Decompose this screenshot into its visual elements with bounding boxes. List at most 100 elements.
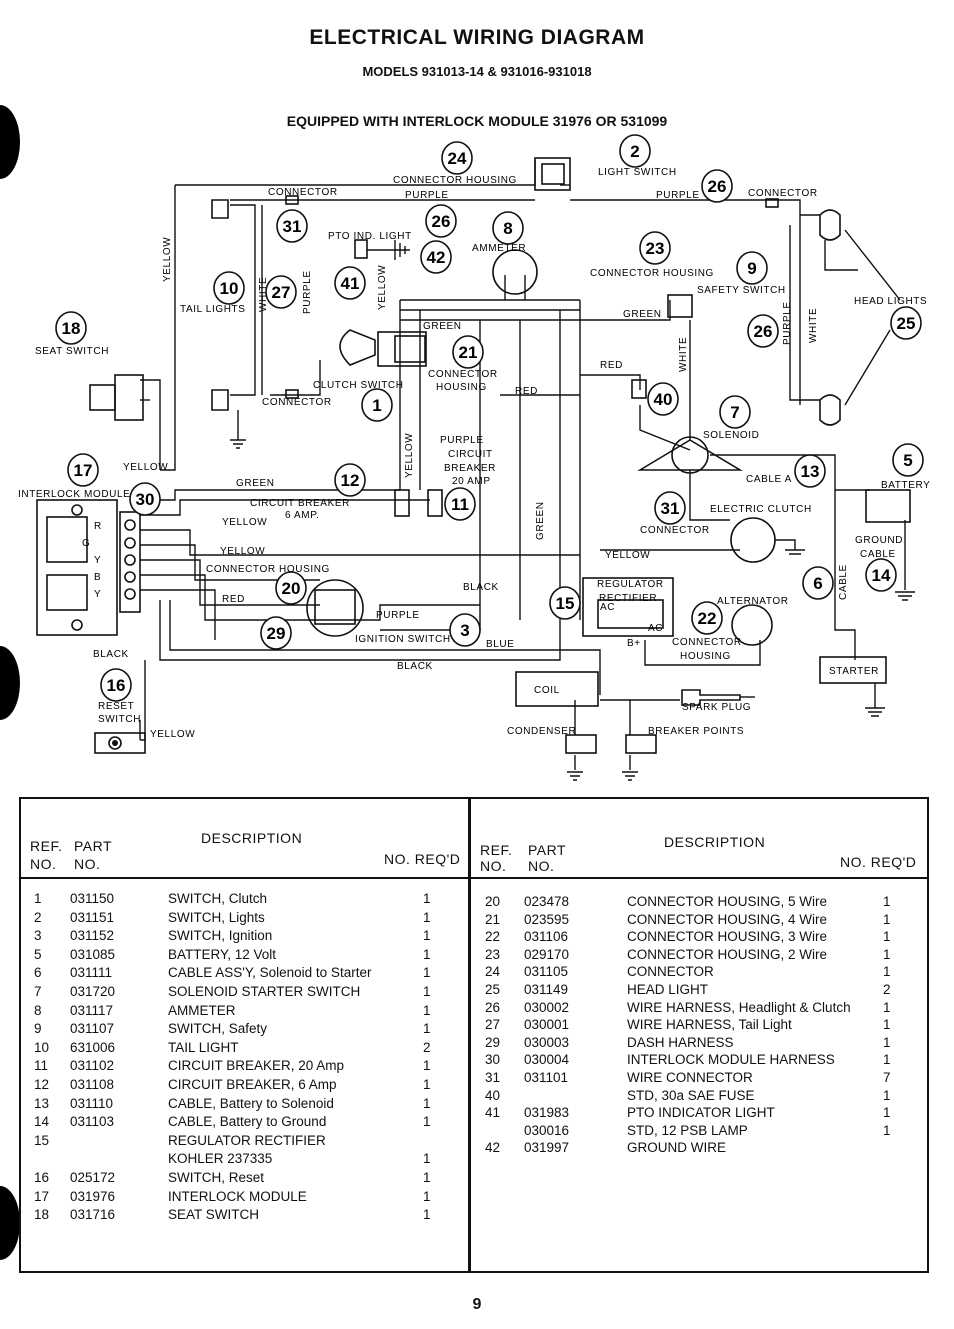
cell-ref: 23 <box>485 946 501 962</box>
callout-41: 41 <box>334 266 366 300</box>
label-tail-lights: TAIL LIGHTS <box>180 304 246 315</box>
callout-circle <box>441 141 473 175</box>
cell-ref: 17 <box>34 1188 50 1204</box>
cell-ref: 7 <box>34 984 42 999</box>
label-connector-housing-20: CONNECTOR HOUSING <box>206 564 330 575</box>
callout-29: 29 <box>260 616 292 650</box>
cell-part: 031105 <box>524 964 569 980</box>
cell-desc: CIRCUIT BREAKER, 20 Amp <box>168 1058 345 1074</box>
callout-9: 9 <box>736 251 768 285</box>
vlabel-yellow-left: YELLOW <box>162 237 173 282</box>
cell-ref: 31 <box>485 1070 501 1085</box>
label-ammeter: AMMETER <box>472 243 526 254</box>
cell-desc: REGULATOR RECTIFIER <box>168 1132 326 1148</box>
pin-r: R <box>94 521 102 532</box>
cell-part: 030002 <box>524 999 570 1015</box>
callout-circle <box>444 487 476 521</box>
cell-desc: CONNECTOR HOUSING, 5 Wire <box>627 894 828 909</box>
vlabel-yellow-pto: YELLOW <box>377 265 388 310</box>
cell-desc: DASH HARNESS <box>627 1034 734 1050</box>
cell-part: 025172 <box>70 1170 116 1185</box>
callout-number: 30 <box>136 490 155 509</box>
callout-number: 31 <box>283 217 302 236</box>
label-battery: BATTERY <box>881 480 930 491</box>
cell-qty: 1 <box>423 1114 431 1130</box>
cell-qty: 1 <box>423 1095 431 1111</box>
callout-number: 15 <box>556 594 575 613</box>
wire-runs <box>139 160 906 770</box>
callout-number: 8 <box>503 219 512 238</box>
callout-circle <box>334 463 366 497</box>
vlabel-white-tail: WHITE <box>258 277 269 312</box>
callout-circle <box>647 382 679 416</box>
wiring-diagram: CONNECTOR HOUSING LIGHT SWITCH CONNECTOR… <box>18 134 930 781</box>
cell-part: 631006 <box>70 1039 116 1055</box>
cell-desc: CABLE, Battery to Solenoid <box>168 1095 334 1111</box>
pin-y2: Y <box>94 589 101 600</box>
th-ref-right: REF. <box>480 842 513 858</box>
cell-desc: SWITCH, Lights <box>168 909 265 925</box>
callout-circle <box>213 271 245 305</box>
cell-qty: 1 <box>883 1105 891 1121</box>
cell-desc: STD, 30a SAE FUSE <box>627 1087 755 1103</box>
cell-ref: 2 <box>34 909 42 925</box>
cell-desc: PTO INDICATOR LIGHT <box>627 1105 775 1121</box>
callout-12: 12 <box>334 463 366 497</box>
callout-number: 2 <box>630 142 639 161</box>
callout-8: 8 <box>492 211 524 245</box>
cell-ref: 10 <box>34 1039 50 1055</box>
cell-desc: SWITCH, Clutch <box>168 891 268 906</box>
cell-ref: 30 <box>485 1052 501 1068</box>
callout-number: 9 <box>747 259 756 278</box>
callout-circle <box>265 275 297 309</box>
callout-30: 30 <box>129 482 161 516</box>
cell-part: 030016 <box>524 1122 570 1138</box>
callout-17: 17 <box>67 453 99 487</box>
cell-ref: 15 <box>34 1132 50 1148</box>
cell-qty: 1 <box>423 1002 431 1018</box>
cell-ref: 5 <box>34 946 42 962</box>
label-6-amp: 6 AMP. <box>285 510 320 521</box>
cell-qty: 1 <box>883 1052 891 1068</box>
label-circuit-breaker-6: CIRCUIT BREAKER <box>250 498 350 509</box>
cell-desc: INTERLOCK MODULE <box>168 1188 307 1204</box>
callout-circle <box>420 240 452 274</box>
label-coil: COIL <box>534 685 560 696</box>
table-header-rule-right <box>471 877 927 879</box>
callout-circle <box>260 616 292 650</box>
label-switch-reset: SWITCH <box>98 714 141 725</box>
callout-number: 40 <box>654 390 673 409</box>
callout-10: 10 <box>213 271 245 305</box>
callout-number: 1 <box>372 396 381 415</box>
cell-desc: CIRCUIT BREAKER, 6 Amp <box>168 1077 337 1092</box>
cell-part: 023478 <box>524 894 570 909</box>
cell-desc: CABLE, Battery to Ground <box>168 1114 327 1130</box>
cell-desc: SWITCH, Reset <box>168 1170 265 1185</box>
callout-number: 17 <box>74 461 93 480</box>
callout-27: 27 <box>265 275 297 309</box>
label-yellow-clutch: YELLOW <box>605 550 650 561</box>
callout-number: 27 <box>272 283 291 302</box>
callout-18: 18 <box>55 311 87 345</box>
callout-number: 29 <box>267 624 286 643</box>
label-connector-21: CONNECTOR <box>428 369 498 380</box>
cell-qty: 1 <box>423 984 431 999</box>
callout-circle <box>100 668 132 702</box>
cell-desc: HEAD LIGHT <box>627 982 709 997</box>
label-green-center: GREEN <box>423 321 462 332</box>
table-header-rule-left <box>21 877 468 879</box>
cell-part: 031085 <box>70 946 116 962</box>
label-solenoid: SOLENOID <box>703 430 759 441</box>
callout-7: 7 <box>719 395 751 429</box>
cell-ref: 1 <box>34 891 42 906</box>
cell-desc: CONNECTOR <box>627 964 714 980</box>
cell-qty: 1 <box>883 1087 891 1103</box>
callout-number: 12 <box>341 471 360 490</box>
cell-qty: 1 <box>423 1188 431 1204</box>
label-connector-housing-24: CONNECTOR HOUSING <box>393 175 517 186</box>
page-title: ELECTRICAL WIRING DIAGRAM <box>309 26 645 49</box>
callout-number: 10 <box>220 279 239 298</box>
callout-circle <box>361 388 393 422</box>
cell-qty: 1 <box>423 1207 431 1223</box>
